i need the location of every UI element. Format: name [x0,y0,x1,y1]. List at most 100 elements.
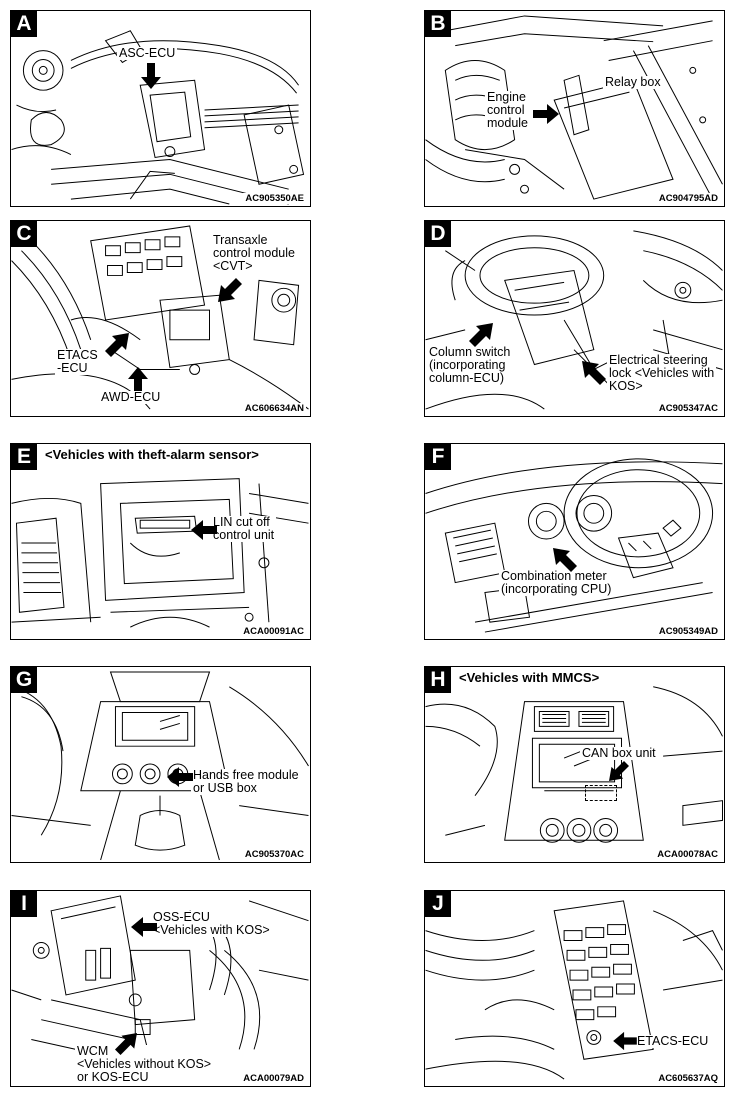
panel-g: G Hands free module or USB box AC905370A… [10,666,311,863]
label-line: Engine [487,90,526,104]
head-unit-illustration [425,686,723,843]
dash-underside-illustration [11,478,309,628]
label-line: or USB box [193,781,257,795]
panel-b: B Engine control module Relay box AC9047… [424,10,725,207]
label-line: Combination meter [501,569,607,583]
panel-i: I OSS-ECU <Vehicles with KOS> WCM <Vehic… [10,890,311,1087]
panel-letter: E [11,444,37,470]
panel-f: F Combination meter (incorporating CPU) … [424,443,725,640]
arrow-left-icon [613,1031,637,1051]
label-lin-cut-off-control-unit: LIN cut off control unit [211,515,277,542]
panel-letter: C [11,221,37,247]
instrument-panel-illustration [425,458,723,633]
label-electrical-steering-lock: Electrical steering lock <Vehicles with … [607,353,717,393]
label-line: ASC-ECU [119,46,176,60]
panel-letter: H [425,667,451,693]
label-asc-ecu: ASC-ECU [117,46,178,60]
label-line: lock <Vehicles with [609,366,715,380]
label-awd-ecu: AWD-ECU [99,390,163,404]
figure-code: AC905350AE [243,193,306,204]
label-line: <CVT> [213,259,253,273]
panel-letter: D [425,221,451,247]
panel-j: J ETACS-ECU AC605637AQ [424,890,725,1087]
steering-column-illustration [425,230,723,410]
panel-h: H <Vehicles with MMCS> CAN box unit ACA0… [424,666,725,863]
label-oss-ecu: OSS-ECU <Vehicles with KOS> [151,911,272,937]
arrow-up-left-icon [582,361,606,385]
label-line: ETACS-ECU [637,1034,709,1048]
arrow-up-icon [127,367,149,391]
arrow-up-right-icon [469,323,493,347]
label-line: control [487,103,525,117]
arrow-up-right-icon [115,1033,137,1055]
figure-code: AC905347AC [656,403,720,414]
can-box-outline [585,785,617,801]
label-line: ETACS [57,348,98,362]
panel-letter: F [425,444,451,470]
label-line: Hands free module [193,768,299,782]
figure-code: ACA00078AC [655,849,720,860]
label-line: Transaxle [213,233,268,247]
panel-letter: J [425,891,451,917]
fuse-block-illustration [11,225,309,410]
arrow-up-left-icon [553,548,577,572]
label-line: module [487,116,528,130]
label-relay-box: Relay box [603,76,663,89]
panel-e: E <Vehicles with theft-alarm sensor> LIN… [10,443,311,640]
label-column-switch: Column switch (incorporating column-ECU) [427,345,513,385]
label-line: or KOS-ECU [77,1070,149,1084]
junction-block-illustration [425,900,723,1080]
figure-code: AC905370AC [242,849,306,860]
engine-bay-illustration [11,30,305,205]
label-can-box-unit: CAN box unit [580,747,658,760]
label-line: LIN cut off [213,515,270,529]
center-console-illustration [11,671,309,861]
figure-code: ACA00079AD [241,1073,306,1084]
label-etacs-ecu: ETACS -ECU [55,349,100,375]
label-line: control module [213,246,295,260]
figure-code: AC605637AQ [656,1073,720,1084]
label-line: control unit [213,528,275,542]
arrow-left-icon [191,519,217,541]
panel-a: A ASC-ECU AC905350AE [10,10,311,207]
arrow-left-icon [131,916,157,938]
arrow-down-left-icon [218,278,242,302]
label-line: -ECU [57,361,88,375]
label-line: (incorporating CPU) [501,582,612,596]
label-line: (incorporating [429,358,506,372]
panel-letter: G [11,667,37,693]
engine-bay-illustration [425,15,723,200]
arrow-left-icon [167,766,193,788]
label-line: WCM [77,1044,109,1058]
figure-code: ACA00091AC [241,626,306,637]
panel-letter: A [11,11,37,37]
label-line: Relay box [605,75,661,89]
label-line: CAN box unit [582,746,656,760]
label-line: column-ECU) [429,371,505,385]
label-line: Column switch [429,345,511,359]
arrow-down-icon [140,63,162,89]
label-line: Electrical steering [609,353,708,367]
figure-code: AC904795AD [656,193,720,204]
label-etacs-ecu: ETACS-ECU [635,1034,711,1048]
label-engine-control-module: Engine control module [485,91,530,130]
panel-letter: B [425,11,451,37]
panel-header: <Vehicles with MMCS> [459,670,600,685]
label-combination-meter: Combination meter (incorporating CPU) [499,569,614,596]
label-line: <Vehicles with KOS> [153,923,270,937]
label-line: <Vehicles without KOS> [77,1057,212,1071]
label-transaxle-control-module: Transaxle control module <CVT> [211,234,297,273]
label-line: AWD-ECU [101,390,161,404]
figure-code: AC905349AD [656,626,720,637]
panel-letter: I [11,891,37,917]
figure-code: AC606634AN [242,403,306,414]
panel-header: <Vehicles with theft-alarm sensor> [45,447,259,462]
arrow-up-right-icon [105,333,129,357]
panel-c: C Transaxle control module <CVT> ETACS -… [10,220,311,417]
label-hands-free-module: Hands free module or USB box [191,769,301,795]
arrow-down-left-icon [609,761,629,781]
label-line: KOS> [609,379,643,393]
label-wcm: WCM <Vehicles without KOS> or KOS-ECU [75,1044,214,1084]
panel-d: D Column switch (incorporating column-EC… [424,220,725,417]
label-line: OSS-ECU [153,910,210,924]
